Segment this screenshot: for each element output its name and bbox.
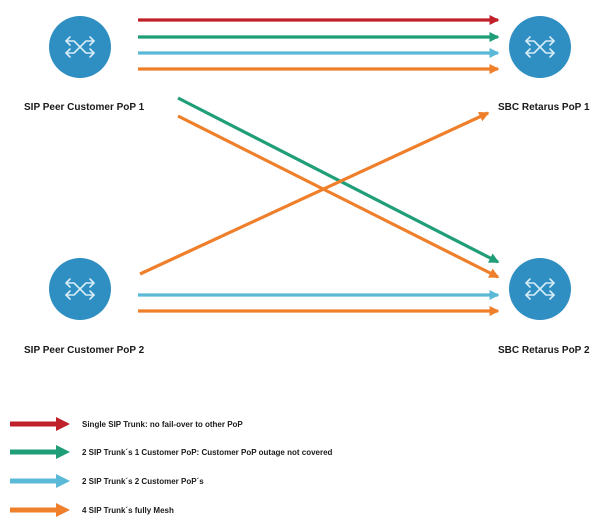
- node-label-sbc2: SBC Retarus PoP 2: [498, 345, 590, 356]
- nodes-layer: [49, 16, 571, 320]
- legend-text-single: Single SIP Trunk: no fail-over to other …: [82, 420, 243, 429]
- node-label-peer1: SIP Peer Customer PoP 1: [24, 102, 145, 113]
- links-layer: [138, 14, 500, 317]
- legend-text-one-customer-pop: 2 SIP Trunk´s 1 Customer PoP: Customer P…: [82, 448, 333, 457]
- legend-arrow-one-customer-pop: [10, 445, 70, 459]
- link-peer1-to-sbc2-one-customer-pop: [177, 96, 500, 264]
- link-peer2-to-sbc1-full-mesh: [139, 111, 490, 276]
- legend-arrow-single: [10, 417, 70, 431]
- node-label-sbc1: SBC Retarus PoP 1: [498, 102, 590, 113]
- legend-arrow-two-customer-pops: [10, 474, 70, 488]
- node-peer2: [49, 258, 111, 320]
- node-peer1: [49, 16, 111, 78]
- switch-icon: [525, 36, 555, 58]
- node-sbc2: [509, 258, 571, 320]
- legend-layer: [10, 417, 70, 517]
- switch-icon: [525, 278, 555, 300]
- switch-icon: [65, 36, 95, 58]
- node-label-peer2: SIP Peer Customer PoP 2: [24, 345, 145, 356]
- switch-icon: [65, 278, 95, 300]
- legend-text-two-customer-pops: 2 SIP Trunk´s 2 Customer PoP´s: [82, 477, 204, 486]
- node-sbc1: [509, 16, 571, 78]
- link-peer1-to-sbc2-full-mesh: [177, 114, 500, 279]
- legend-arrow-full-mesh: [10, 503, 70, 517]
- legend-text-full-mesh: 4 SIP Trunk´s fully Mesh: [82, 506, 174, 515]
